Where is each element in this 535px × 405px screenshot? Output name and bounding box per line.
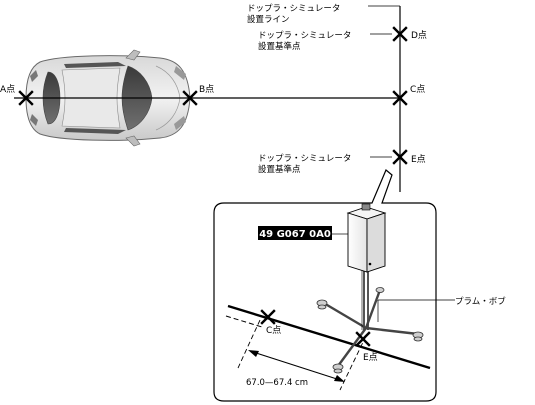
install-line-label-1: ドップラ・シミュレータ [247,4,340,14]
marker-b [182,90,198,106]
ref-e-label-2: 設置基準点 [258,164,301,175]
distance-dimension [248,350,345,382]
marker-c [392,90,408,106]
label-point-e: E点 [411,154,426,165]
label-point-b: B点 [199,84,214,95]
tool-number-badge [258,226,332,240]
install-line-label-2: 設置ライン [247,14,290,25]
marker-a [18,90,34,106]
inset-floor-lines [225,304,431,391]
tool-number: 49 G067 0A0 [259,229,331,240]
marker-d [392,26,408,42]
label-point-a: A点 [0,84,15,95]
ref-d-label-1: ドップラ・シミュレータ [258,31,351,41]
inset-marker-c [260,309,276,325]
doppler-simulator-tool [346,203,387,273]
inset-marker-e [355,331,371,347]
label-point-c: C点 [410,84,425,95]
inset-label-point-c: C点 [266,325,281,336]
inset-label-point-e: E点 [363,352,378,363]
simulator-stand [316,270,424,374]
ref-d-label-2: 設置基準点 [258,41,301,52]
plumb-bob-label: プラム・ボブ [455,296,506,307]
distance-label: 67.0—67.4 cm [246,378,308,388]
ref-e-label-1: ドップラ・シミュレータ [258,154,351,164]
label-point-d: D点 [411,30,427,41]
detail-inset-frame [213,169,437,402]
marker-e [392,149,408,165]
